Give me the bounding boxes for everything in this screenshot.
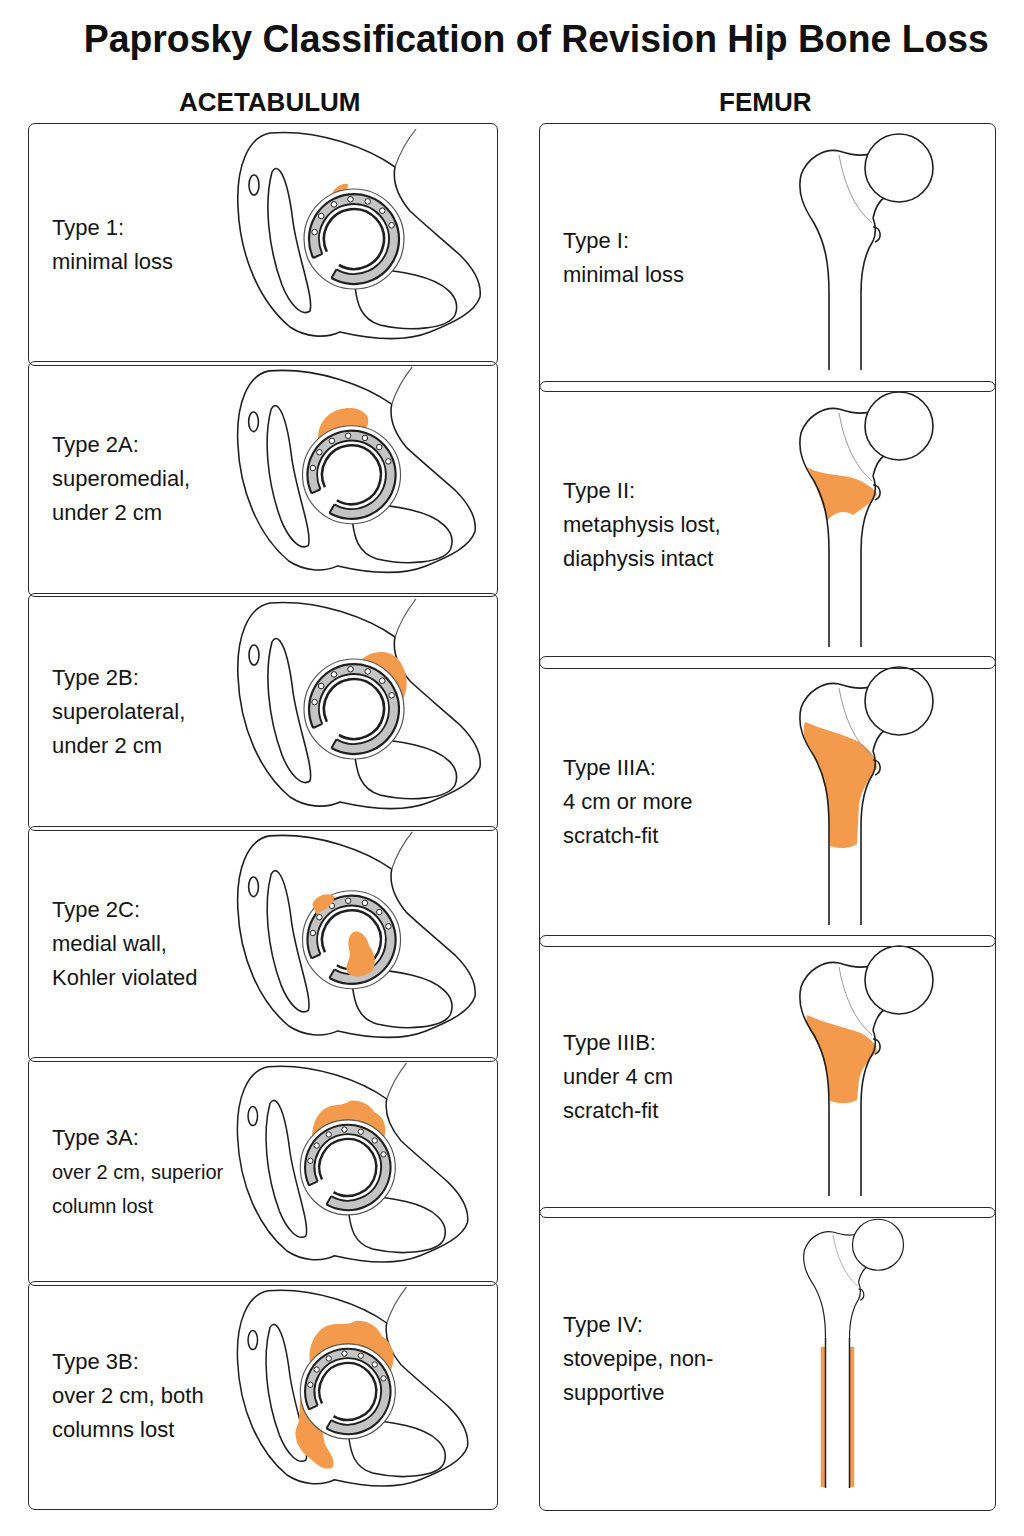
- acetabulum-figure: [238, 129, 480, 338]
- femur-shaft: [829, 551, 861, 647]
- bone-defect: [803, 722, 877, 848]
- type-heading: Type 3A:: [52, 1121, 232, 1155]
- stovepipe-defect: [823, 1347, 852, 1487]
- type-heading: Type II:: [563, 474, 753, 508]
- type-description: under 4 cm scratch-fit: [563, 1060, 753, 1128]
- acetabulum-figure: [238, 599, 480, 808]
- column-heading: ACETABULUM: [179, 86, 361, 118]
- type-panel: Type II:metaphysis lost, diaphysis intac…: [539, 381, 996, 669]
- type-description: medial wall, Kohler violated: [52, 927, 230, 995]
- type-panel: Type 1:minimal loss: [28, 123, 498, 366]
- femur: [804, 1219, 904, 1338]
- type-heading: Type IV:: [563, 1308, 753, 1342]
- type-panel: Type I:minimal loss: [539, 123, 996, 392]
- pelvis: [238, 599, 480, 808]
- type-description: over 2 cm, both columns lost: [52, 1379, 232, 1447]
- type-panel: Type IV:stovepipe, non-supportive: [539, 1207, 996, 1511]
- type-description: minimal loss: [563, 258, 753, 292]
- femur-shaft: [829, 1105, 861, 1196]
- femur-shaft: [826, 1338, 850, 1488]
- type-panel: Type 2C:medial wall, Kohler violated: [28, 826, 498, 1062]
- type-heading: Type 3B:: [52, 1345, 232, 1379]
- pelvis: [238, 129, 480, 338]
- type-description: superolateral, under 2 cm: [52, 695, 230, 763]
- femur-figure: [800, 392, 933, 647]
- cup: [304, 189, 404, 289]
- cup: [300, 1344, 395, 1439]
- type-panel: Type IIIB:under 4 cm scratch-fit: [539, 935, 996, 1218]
- type-description: superomedial, under 2 cm: [52, 462, 230, 530]
- type-heading: Type IIIB:: [563, 1026, 753, 1060]
- text-column: Type II:metaphysis lost, diaphysis intac…: [563, 382, 753, 668]
- text-column: Type 2B:superolateral, under 2 cm: [52, 594, 230, 830]
- femur-shaft: [829, 293, 861, 370]
- text-column: Type IIIA:4 cm or more scratch-fit: [563, 657, 753, 946]
- cup: [304, 659, 404, 759]
- text-column: Type I:minimal loss: [563, 124, 753, 391]
- femur-figure: [800, 946, 933, 1196]
- text-column: Type 3A:over 2 cm, superior column lost: [52, 1058, 232, 1285]
- type-description: over 2 cm, superior column lost: [52, 1155, 232, 1223]
- type-heading: Type 2B:: [52, 661, 230, 695]
- femur-scaled: [804, 1219, 904, 1338]
- femur: [800, 667, 933, 826]
- acetabulum-figure: [237, 1287, 467, 1486]
- type-panel: Type 3B:over 2 cm, both columns lost: [28, 1281, 498, 1510]
- femur-figure: [800, 134, 933, 370]
- type-heading: Type 2A:: [52, 428, 230, 462]
- text-column: Type 2C:medial wall, Kohler violated: [52, 827, 230, 1061]
- text-column: Type IIIB:under 4 cm scratch-fit: [563, 936, 753, 1217]
- cup: [303, 426, 401, 524]
- type-description: 4 cm or more scratch-fit: [563, 785, 753, 853]
- pelvis: [238, 367, 476, 572]
- type-panel: Type 3A:over 2 cm, superior column lost: [28, 1057, 498, 1286]
- bone-defect: [806, 1015, 877, 1103]
- type-panel: Type IIIA:4 cm or more scratch-fit: [539, 656, 996, 947]
- type-heading: Type 1:: [52, 211, 230, 245]
- diagram-title: Paprosky Classification of Revision Hip …: [84, 16, 989, 62]
- medial-wall-defect: [346, 932, 374, 977]
- femur-figure: [804, 1219, 904, 1488]
- cup: [300, 1120, 395, 1215]
- type-heading: Type IIIA:: [563, 751, 753, 785]
- type-heading: Type I:: [563, 224, 753, 258]
- bone-defect: [312, 894, 335, 914]
- text-column: Type 2A:superomedial, under 2 cm: [52, 362, 230, 596]
- acetabulum-figure: [237, 1063, 467, 1262]
- femur-figure: [800, 667, 933, 925]
- text-column: Type 3B:over 2 cm, both columns lost: [52, 1282, 232, 1509]
- text-column: Type IV:stovepipe, non-supportive: [563, 1208, 753, 1510]
- femur: [800, 946, 933, 1105]
- text-column: Type 1:minimal loss: [52, 124, 230, 365]
- pelvis: [237, 1063, 467, 1262]
- acetabulum-figure: [238, 832, 476, 1037]
- femur: [800, 392, 933, 551]
- type-description: metaphysis lost, diaphysis intact: [563, 508, 753, 576]
- pelvis: [238, 832, 476, 1037]
- type-heading: Type 2C:: [52, 893, 230, 927]
- cup: [303, 891, 401, 989]
- femur-shaft: [829, 826, 861, 925]
- type-panel: Type 2B:superolateral, under 2 cm: [28, 593, 498, 831]
- acetabulum-figure: [238, 367, 476, 572]
- pelvis: [237, 1287, 467, 1486]
- type-description: minimal loss: [52, 245, 230, 279]
- column-heading: FEMUR: [719, 86, 811, 118]
- type-panel: Type 2A:superomedial, under 2 cm: [28, 361, 498, 597]
- type-description: stovepipe, non-supportive: [563, 1342, 753, 1410]
- femur: [800, 134, 933, 293]
